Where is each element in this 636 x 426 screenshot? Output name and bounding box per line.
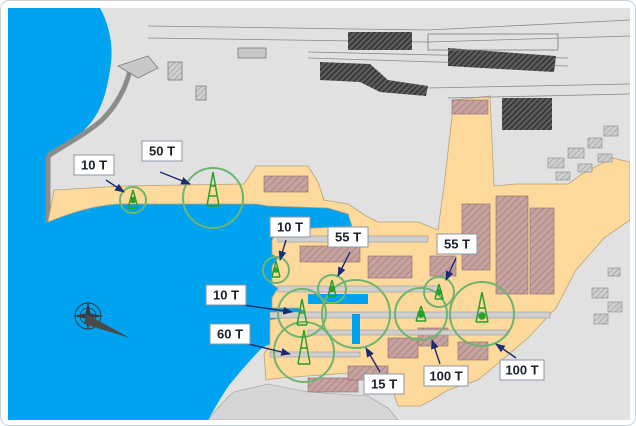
compass-rose-icon — [73, 301, 130, 338]
north-buildings — [320, 32, 559, 130]
crane-label-c9[interactable]: 100 T — [423, 365, 469, 387]
crane-icon — [206, 171, 220, 207]
residential-blocks — [547, 125, 623, 325]
crane-icon — [415, 305, 427, 322]
small-harbour — [117, 47, 267, 101]
crane-label-text: 10 T — [277, 220, 303, 235]
crane-label-c3[interactable]: 10 T — [269, 216, 311, 238]
crane-icon — [271, 260, 281, 278]
breakwater — [46, 69, 133, 159]
crane-icon — [327, 279, 337, 297]
crane-icon — [434, 283, 444, 300]
crane-label-text: 50 T — [149, 144, 175, 159]
crane-label-c1[interactable]: 10 T — [73, 154, 115, 176]
crane-label-c2[interactable]: 50 T — [141, 140, 183, 162]
crane-label-c4[interactable]: 55 T — [327, 226, 369, 248]
crane-label-text: 60 T — [217, 327, 243, 342]
south-land — [207, 383, 399, 420]
crane-label-c7[interactable]: 60 T — [209, 323, 251, 345]
crane-label-c6[interactable]: 10 T — [205, 284, 247, 306]
crane-label-c10[interactable]: 100 T — [499, 359, 545, 381]
crane-icon — [127, 189, 139, 209]
crane-label-text: 55 T — [335, 230, 361, 245]
crane-label-c5[interactable]: 55 T — [436, 233, 478, 255]
crane-label-text: 55 T — [444, 237, 470, 252]
crane-label-text: 100 T — [429, 369, 462, 384]
crane-icon — [296, 298, 308, 326]
inner-docks — [308, 294, 368, 344]
port-map: 10 T 50 T 10 T 55 T 55 T 10 T — [8, 8, 630, 420]
crane-label-text: 10 T — [213, 288, 239, 303]
rail-lines — [147, 19, 630, 99]
port-map-svg: 10 T 50 T 10 T 55 T 55 T 10 T — [8, 8, 630, 420]
crane-label-text: 15 T — [371, 377, 397, 392]
crane-icon — [475, 291, 489, 323]
crane-reach-circles — [119, 167, 515, 383]
crane-icons — [127, 171, 489, 365]
crane-icon — [297, 329, 311, 365]
crane-label-c8[interactable]: 15 T — [363, 373, 405, 395]
crane-label-text: 100 T — [505, 363, 538, 378]
crane-label-text: 10 T — [81, 158, 107, 173]
